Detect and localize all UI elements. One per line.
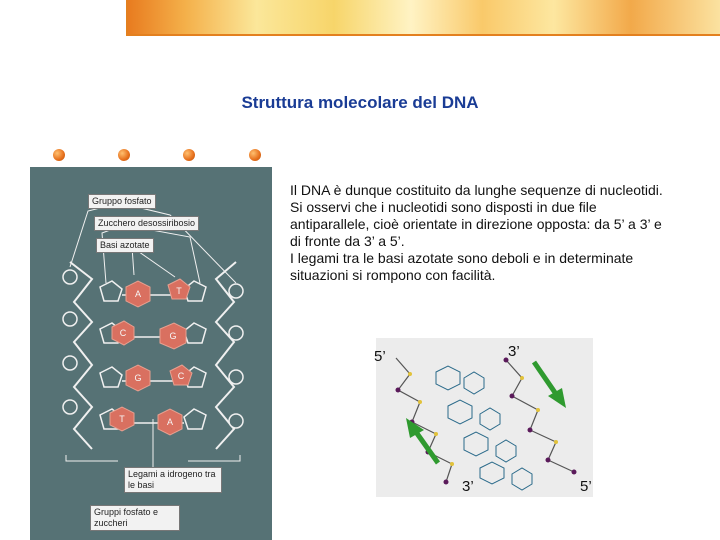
nitrogen-bases [109,278,193,436]
dna-strand-image [376,338,593,497]
base-letter: A [167,417,173,427]
dna-diagram-svg: A T C G G C T A [62,202,244,467]
strand-label-top-left: 5’ [374,348,386,365]
base-letter: G [169,331,176,341]
label-deoxyribose: Zucchero desossiribosio [94,216,200,231]
arrow-up-left-icon [406,418,441,465]
base-letter: C [120,328,127,338]
description-text: Il DNA è dunque costituito da lunghe seq… [290,182,670,284]
strand-atoms-yellow [408,372,558,466]
label-hydrogen-bonds: Legami a idrogeno tra le basi [124,467,222,493]
base-letter: C [178,371,185,381]
bullet-dot-3 [183,149,195,161]
description-paragraph-1: Il DNA è dunque costituito da lunghe seq… [290,182,663,249]
base-letter: A [135,289,141,299]
dna-structure-diagram: A T C G G C T A Gruppo fosfato Zucchero … [30,167,272,540]
page-title: Struttura molecolare del DNA [241,93,479,112]
header-banner [126,0,720,36]
bullet-dot-4 [249,149,261,161]
bullet-dot-1 [53,149,65,161]
base-letter: T [176,286,182,296]
strand-label-bottom-right: 5’ [580,478,592,495]
arrow-down-right-icon [531,360,566,408]
right-backbone [214,261,237,450]
strand-label-bottom-left: 3’ [462,478,474,495]
label-phosphate-group: Gruppo fosfato [88,194,156,209]
label-phosphate-sugar: Gruppi fosfato e zuccheri [90,505,180,531]
strand-label-top-right: 3’ [508,343,520,360]
strand-bases [435,365,533,491]
label-nitrogen-bases: Basi azotate [96,238,154,253]
base-letter: G [134,373,141,383]
left-backbone [69,261,94,450]
description-paragraph-2: I legami tra le basi azotate sono deboli… [290,250,634,283]
sugar-pentagons [99,280,207,430]
banner-border-bottom [126,34,720,36]
strand-left [395,357,453,483]
banner-border-left [126,0,128,36]
phosphate-circles [62,269,244,429]
base-letter: T [119,414,125,424]
dna-strand-svg [395,357,577,491]
base-rungs [122,294,184,424]
bullet-dot-2 [118,149,130,161]
strand-right [505,359,575,473]
